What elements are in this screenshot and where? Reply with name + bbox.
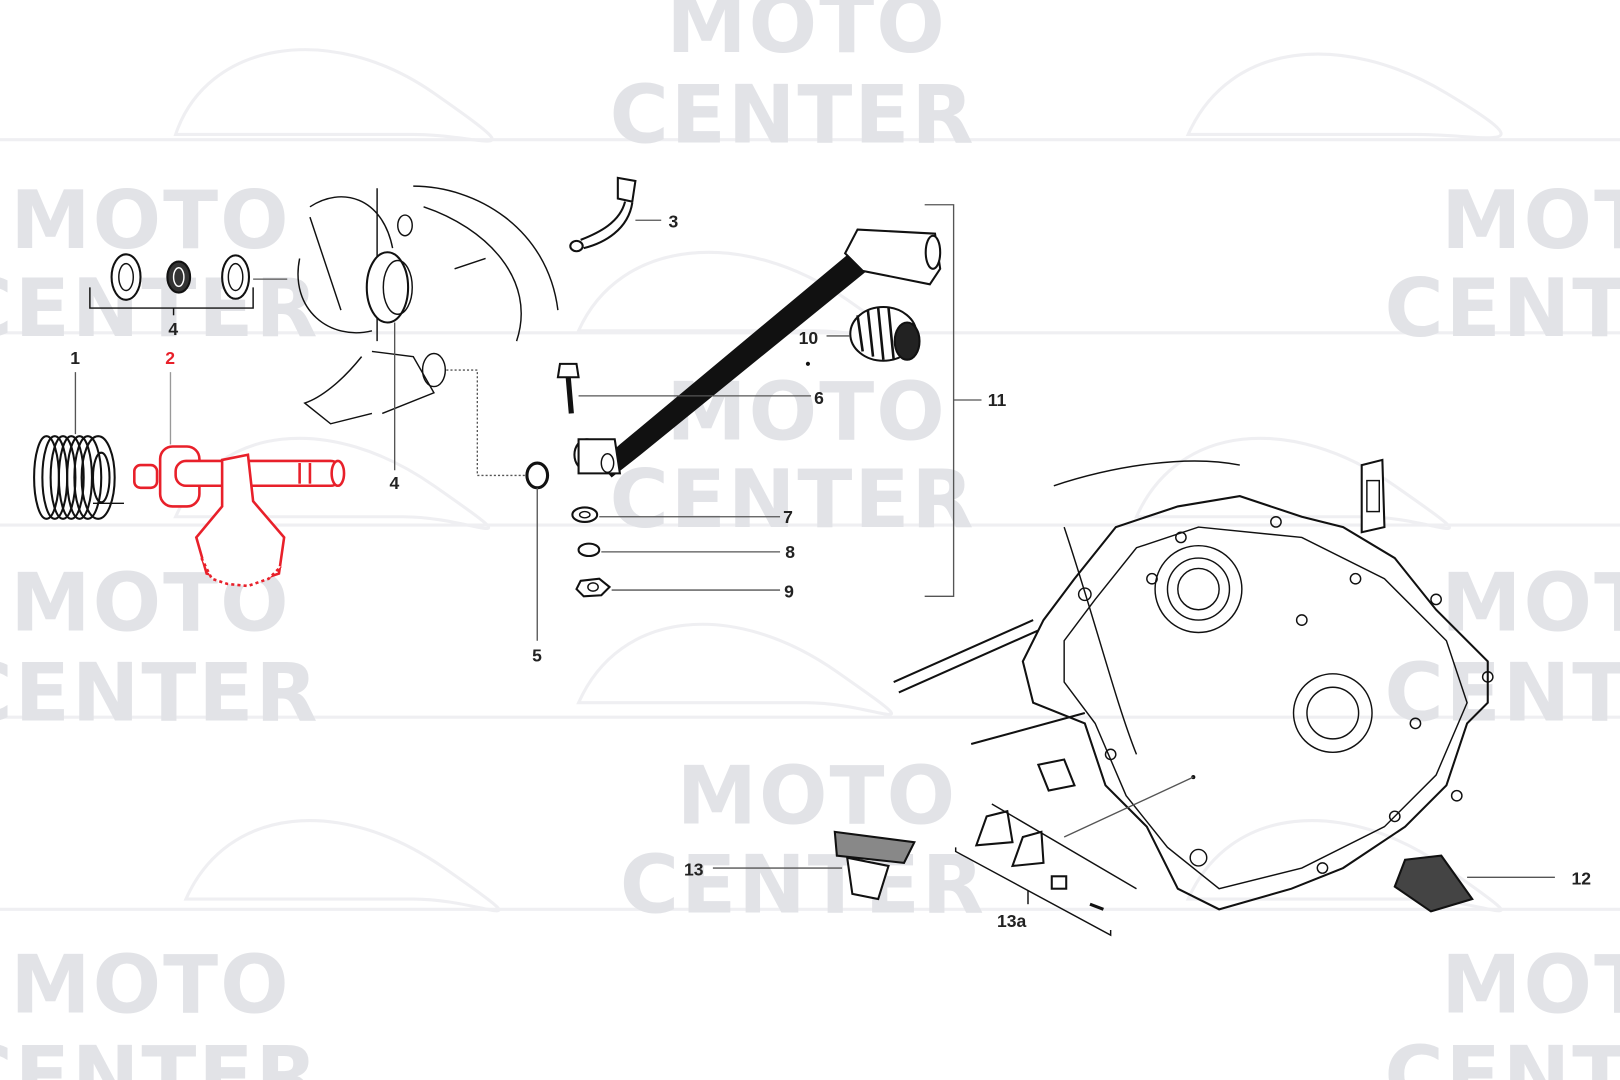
callout-labels: 1 2 3 4 4 5 6 7 8 9 10 11 12 13 13a (70, 211, 1591, 930)
cork-pad-part[interactable] (1393, 854, 1555, 913)
watermark-text: MOTO (10, 174, 290, 268)
washer-part-7[interactable] (571, 506, 781, 523)
watermark-text: MOTO (1441, 556, 1620, 650)
lock-washer-part-8[interactable] (577, 542, 781, 558)
cable-guide-part[interactable] (569, 176, 662, 253)
watermark-text: CENTER (610, 453, 976, 547)
callout-2-highlighted[interactable]: 2 (165, 348, 175, 368)
washer-part-5[interactable] (525, 461, 550, 641)
callout-4[interactable]: 4 (390, 473, 400, 493)
callout-1[interactable]: 1 (70, 348, 80, 368)
seal-kit-part[interactable] (89, 253, 288, 316)
watermark-text: CENTER (0, 262, 320, 356)
watermark-text: MOTO (677, 750, 957, 844)
kickstart-shaft-part-highlighted[interactable] (133, 372, 346, 588)
callout-11[interactable]: 11 (988, 390, 1007, 410)
watermark-text: CENTER (1384, 262, 1620, 356)
watermark-text: MOTO (1441, 174, 1620, 268)
lever-rubber-part[interactable] (826, 305, 921, 362)
watermark-text: CENTER (0, 646, 320, 740)
nut-part-9[interactable] (575, 577, 781, 598)
watermark-text: CENTER (0, 1030, 320, 1080)
kickstart-spring-part[interactable] (33, 372, 124, 520)
callout-4[interactable]: 4 (168, 319, 178, 339)
watermark-text: CENTER (610, 69, 976, 163)
watermark-text: MOTO (1441, 939, 1620, 1033)
watermark-text: MOTO (10, 939, 290, 1033)
callout-12[interactable]: 12 (1571, 869, 1591, 889)
watermark-text: CENTER (1384, 646, 1620, 740)
watermark-text: MOTO (666, 0, 946, 72)
callout-6[interactable]: 6 (814, 388, 824, 408)
bracket-part-13[interactable] (712, 830, 916, 901)
clip-kit-part-13a[interactable] (954, 803, 1137, 937)
callout-3[interactable]: 3 (668, 211, 678, 231)
callout-10[interactable]: 10 (799, 328, 819, 348)
bolt-part[interactable] (556, 362, 812, 414)
callout-13[interactable]: 13 (684, 859, 704, 879)
callout-9[interactable]: 9 (784, 581, 794, 601)
callout-13a[interactable]: 13a (997, 911, 1027, 931)
kickstart-lever-part[interactable] (573, 204, 982, 597)
engine-casing-part (893, 458, 1494, 911)
callout-8[interactable]: 8 (785, 542, 795, 562)
callout-7[interactable]: 7 (783, 507, 793, 527)
watermark-text: CENTER (620, 838, 986, 932)
callout-5[interactable]: 5 (532, 645, 542, 665)
engine-case-fragment (297, 185, 559, 477)
watermark-text: CENTER (1384, 1030, 1620, 1080)
